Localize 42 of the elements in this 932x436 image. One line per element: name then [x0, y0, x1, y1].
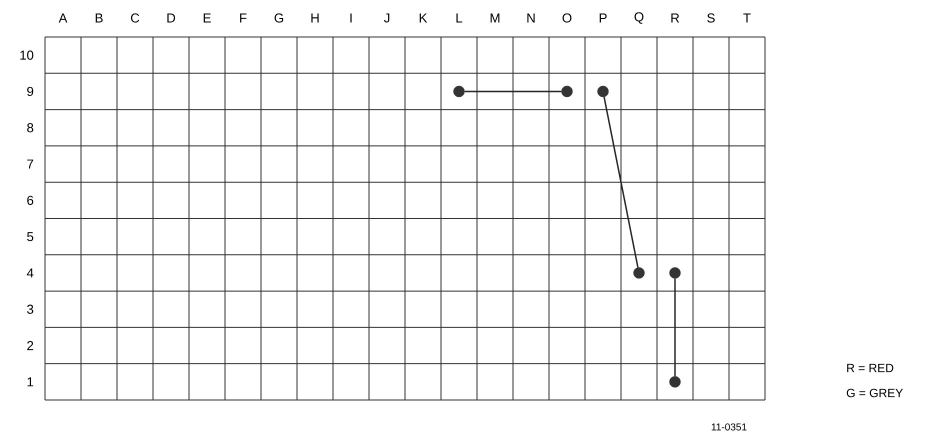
column-letter: B — [96, 14, 103, 22]
dot — [669, 267, 681, 279]
figure-number: 11-0351 — [712, 423, 746, 431]
column-letter: L — [456, 14, 462, 22]
key-text: G = GREY — [846, 388, 903, 398]
column-letter: H — [311, 14, 319, 22]
row-number: 5 — [27, 232, 34, 242]
row-number: 8 — [27, 123, 34, 132]
column-letter: P — [600, 14, 607, 22]
dot — [453, 86, 465, 98]
column-letter: K — [420, 14, 428, 22]
dot — [597, 86, 609, 98]
row-number: 6 — [27, 196, 34, 205]
row-number: 9 — [27, 86, 34, 96]
connecting-line — [674, 278, 676, 376]
dot — [669, 376, 681, 388]
column-letter: N — [527, 14, 535, 22]
key-text: R = RED — [847, 364, 894, 372]
column-letter: O — [562, 13, 572, 23]
column-letter: D — [167, 14, 176, 22]
column-letter: R — [671, 14, 680, 22]
column-letter: I — [350, 14, 352, 22]
connecting-line — [464, 90, 562, 92]
column-letter: A — [58, 14, 68, 22]
column-letter: M — [490, 14, 500, 22]
column-letter: F — [240, 14, 246, 22]
row-number: 7 — [27, 160, 34, 168]
connecting-line — [603, 96, 639, 268]
column-letter: S — [707, 13, 715, 23]
row-number: 10 — [20, 50, 34, 60]
column-letter: Q — [634, 12, 644, 24]
row-number: 1 — [28, 377, 34, 386]
dot — [561, 86, 573, 98]
column-letter: J — [384, 13, 390, 23]
row-number: 4 — [26, 268, 34, 278]
column-letter: G — [274, 13, 284, 23]
column-letter: C — [130, 13, 140, 23]
row-number: 3 — [27, 304, 34, 314]
dot — [633, 267, 645, 279]
row-number: 2 — [27, 341, 34, 350]
column-letter: E — [204, 14, 211, 22]
column-letter: T — [743, 14, 751, 22]
